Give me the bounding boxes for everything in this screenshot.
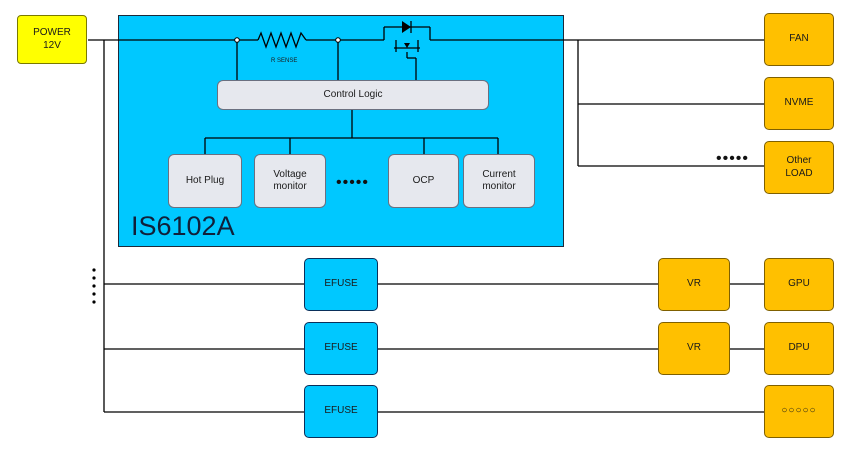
sense-junction-right xyxy=(335,37,341,43)
efuse-block-2: EFUSE xyxy=(304,322,378,375)
current-monitor-block: Current monitor xyxy=(463,154,535,208)
loads-ellipsis: ••••• xyxy=(716,150,750,167)
mosfet-arrow-icon xyxy=(404,43,410,48)
more-loads-block: ○○○○○ xyxy=(764,385,834,438)
efuse-block-1: EFUSE xyxy=(304,258,378,311)
power-12v-block: POWER 12V xyxy=(17,15,87,64)
fan-load-block: FAN xyxy=(764,13,834,66)
controller-title: IS6102A xyxy=(131,211,235,241)
vertical-ellipsis-icon xyxy=(92,268,96,304)
other-load-block: Other LOAD xyxy=(764,141,834,194)
r-sense-label: R SENSE xyxy=(271,58,298,64)
gpu-load-block: GPU xyxy=(764,258,834,311)
control-logic-block: Control Logic xyxy=(217,80,489,110)
diode-icon xyxy=(402,21,412,33)
voltage-monitor-block: Voltage monitor xyxy=(254,154,326,208)
sense-junction-left xyxy=(234,37,240,43)
vr-block-1: VR xyxy=(658,258,730,311)
hot-plug-block: Hot Plug xyxy=(168,154,242,208)
feature-ellipsis: ••••• xyxy=(336,174,370,191)
controller-box xyxy=(118,15,564,247)
resistor-icon xyxy=(257,31,307,49)
ocp-block: OCP xyxy=(388,154,459,208)
vr-block-2: VR xyxy=(658,322,730,375)
nvme-load-block: NVME xyxy=(764,77,834,130)
dpu-load-block: DPU xyxy=(764,322,834,375)
efuse-block-3: EFUSE xyxy=(304,385,378,438)
